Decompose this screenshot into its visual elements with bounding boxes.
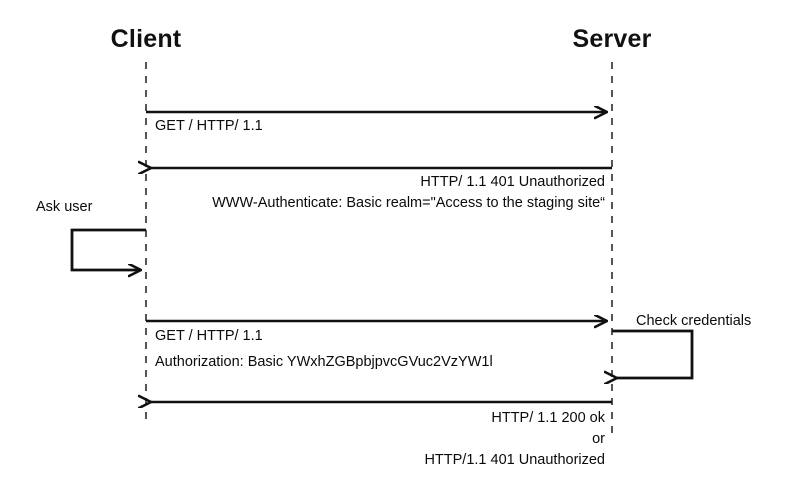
self-message-check-credentials: [612, 329, 694, 378]
message-label-4-line-1: HTTP/ 1.1 200 ok: [491, 410, 605, 426]
actor-title-client: Client: [110, 25, 182, 53]
note-check-credentials: Check credentials: [636, 313, 752, 329]
message-label-1-line-1: GET / HTTP/ 1.1: [155, 118, 263, 134]
note-ask-user: Ask user: [36, 199, 93, 215]
message-label-3-line-2: Authorization: Basic YWxhZGBpbjpvcGVuc2V…: [155, 354, 493, 370]
message-label-4-line-3: HTTP/1.1 401 Unauthorized: [424, 452, 605, 468]
message-label-2-line-1: HTTP/ 1.1 401 Unauthorized: [420, 174, 605, 190]
self-message-ask-user: [70, 228, 146, 270]
actor-title-server: Server: [572, 25, 652, 53]
message-label-3-line-1: GET / HTTP/ 1.1: [155, 328, 263, 344]
message-label-2-line-2: WWW-Authenticate: Basic realm="Access to…: [212, 195, 605, 211]
message-label-4-line-2: or: [592, 431, 605, 447]
